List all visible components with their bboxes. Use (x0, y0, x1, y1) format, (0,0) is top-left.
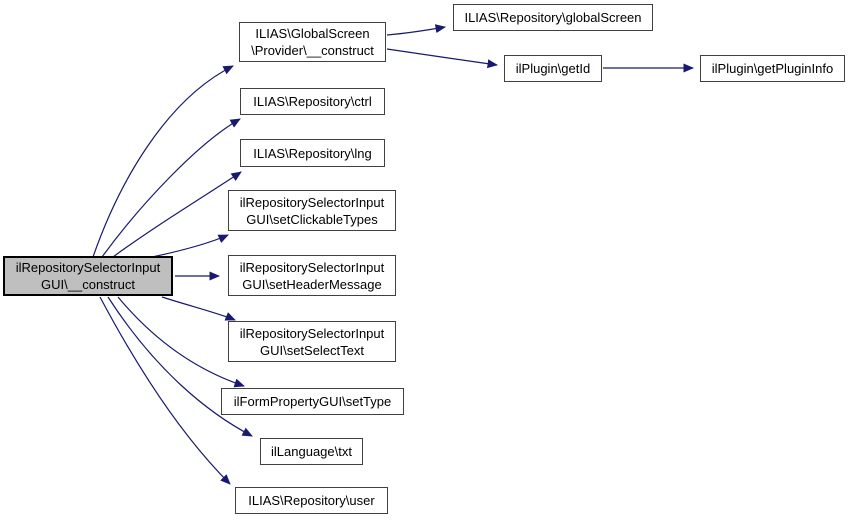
node-set-select-text[interactable]: ilRepositorySelectorInput GUI\setSelectT… (228, 321, 396, 362)
node-get-id[interactable]: ilPlugin\getId (504, 55, 602, 82)
edge-construct-to-txt (107, 296, 253, 437)
edge-construct-to-set-type (117, 296, 245, 388)
node-provider-construct[interactable]: ILIAS\GlobalScreen \Provider\__construct (239, 22, 386, 62)
node-construct: ilRepositorySelectorInput GUI\__construc… (3, 256, 173, 296)
node-set-header-message[interactable]: ilRepositorySelectorInput GUI\setHeaderM… (228, 255, 396, 296)
node-set-type-label: ilFormPropertyGUI\setType (233, 394, 392, 409)
node-provider-construct-line1: ILIAS\GlobalScreen (255, 26, 370, 41)
edge-construct-to-lng (112, 171, 242, 258)
node-get-id-label: ilPlugin\getId (515, 61, 591, 76)
node-global-screen-label: ILIAS\Repository\globalScreen (464, 10, 642, 25)
node-set-select-text-line2: GUI\setSelectText (259, 342, 365, 358)
edge-construct-to-set-select-text (161, 296, 236, 321)
node-ctrl[interactable]: ILIAS\Repository\ctrl (240, 88, 385, 115)
node-ctrl-label: ILIAS\Repository\ctrl (253, 94, 372, 109)
node-get-plugin-info-label: ilPlugin\getPluginInfo (711, 61, 834, 76)
node-lng[interactable]: ILIAS\Repository\lng (240, 139, 385, 167)
node-get-plugin-info[interactable]: ilPlugin\getPluginInfo (700, 55, 845, 82)
node-set-header-message-line1: ilRepositorySelectorInput (239, 259, 385, 275)
node-lng-label: ILIAS\Repository\lng (253, 145, 372, 161)
node-set-select-text-line1: ilRepositorySelectorInput (239, 325, 385, 341)
edge-construct-to-user (99, 296, 231, 485)
node-construct-line2: GUI\__construct (41, 277, 135, 292)
node-txt[interactable]: ilLanguage\txt (260, 438, 363, 465)
node-user-label: ILIAS\Repository\user (248, 493, 375, 508)
edge-construct-to-provider-construct (92, 65, 234, 258)
edge-construct-to-set-clickable-types (151, 234, 229, 258)
node-construct-line1: ilRepositorySelectorInput (15, 260, 161, 275)
node-set-clickable-types[interactable]: ilRepositorySelectorInput GUI\setClickab… (228, 190, 396, 231)
node-txt-label: ilLanguage\txt (271, 444, 352, 459)
edge-construct-to-ctrl (101, 118, 241, 258)
node-set-type[interactable]: ilFormPropertyGUI\setType (221, 388, 404, 415)
edge-provider-construct-to-global-screen (386, 24, 446, 36)
node-provider-construct-line2: \Provider\__construct (251, 43, 374, 58)
node-set-clickable-types-line1: ilRepositorySelectorInput (239, 194, 385, 210)
node-user[interactable]: ILIAS\Repository\user (235, 487, 388, 514)
node-set-header-message-line2: GUI\setHeaderMessage (242, 276, 382, 292)
node-global-screen[interactable]: ILIAS\Repository\globalScreen (453, 4, 653, 31)
node-set-clickable-types-line2: GUI\setClickableTypes (246, 211, 378, 227)
edge-provider-construct-to-get-id (386, 48, 498, 69)
